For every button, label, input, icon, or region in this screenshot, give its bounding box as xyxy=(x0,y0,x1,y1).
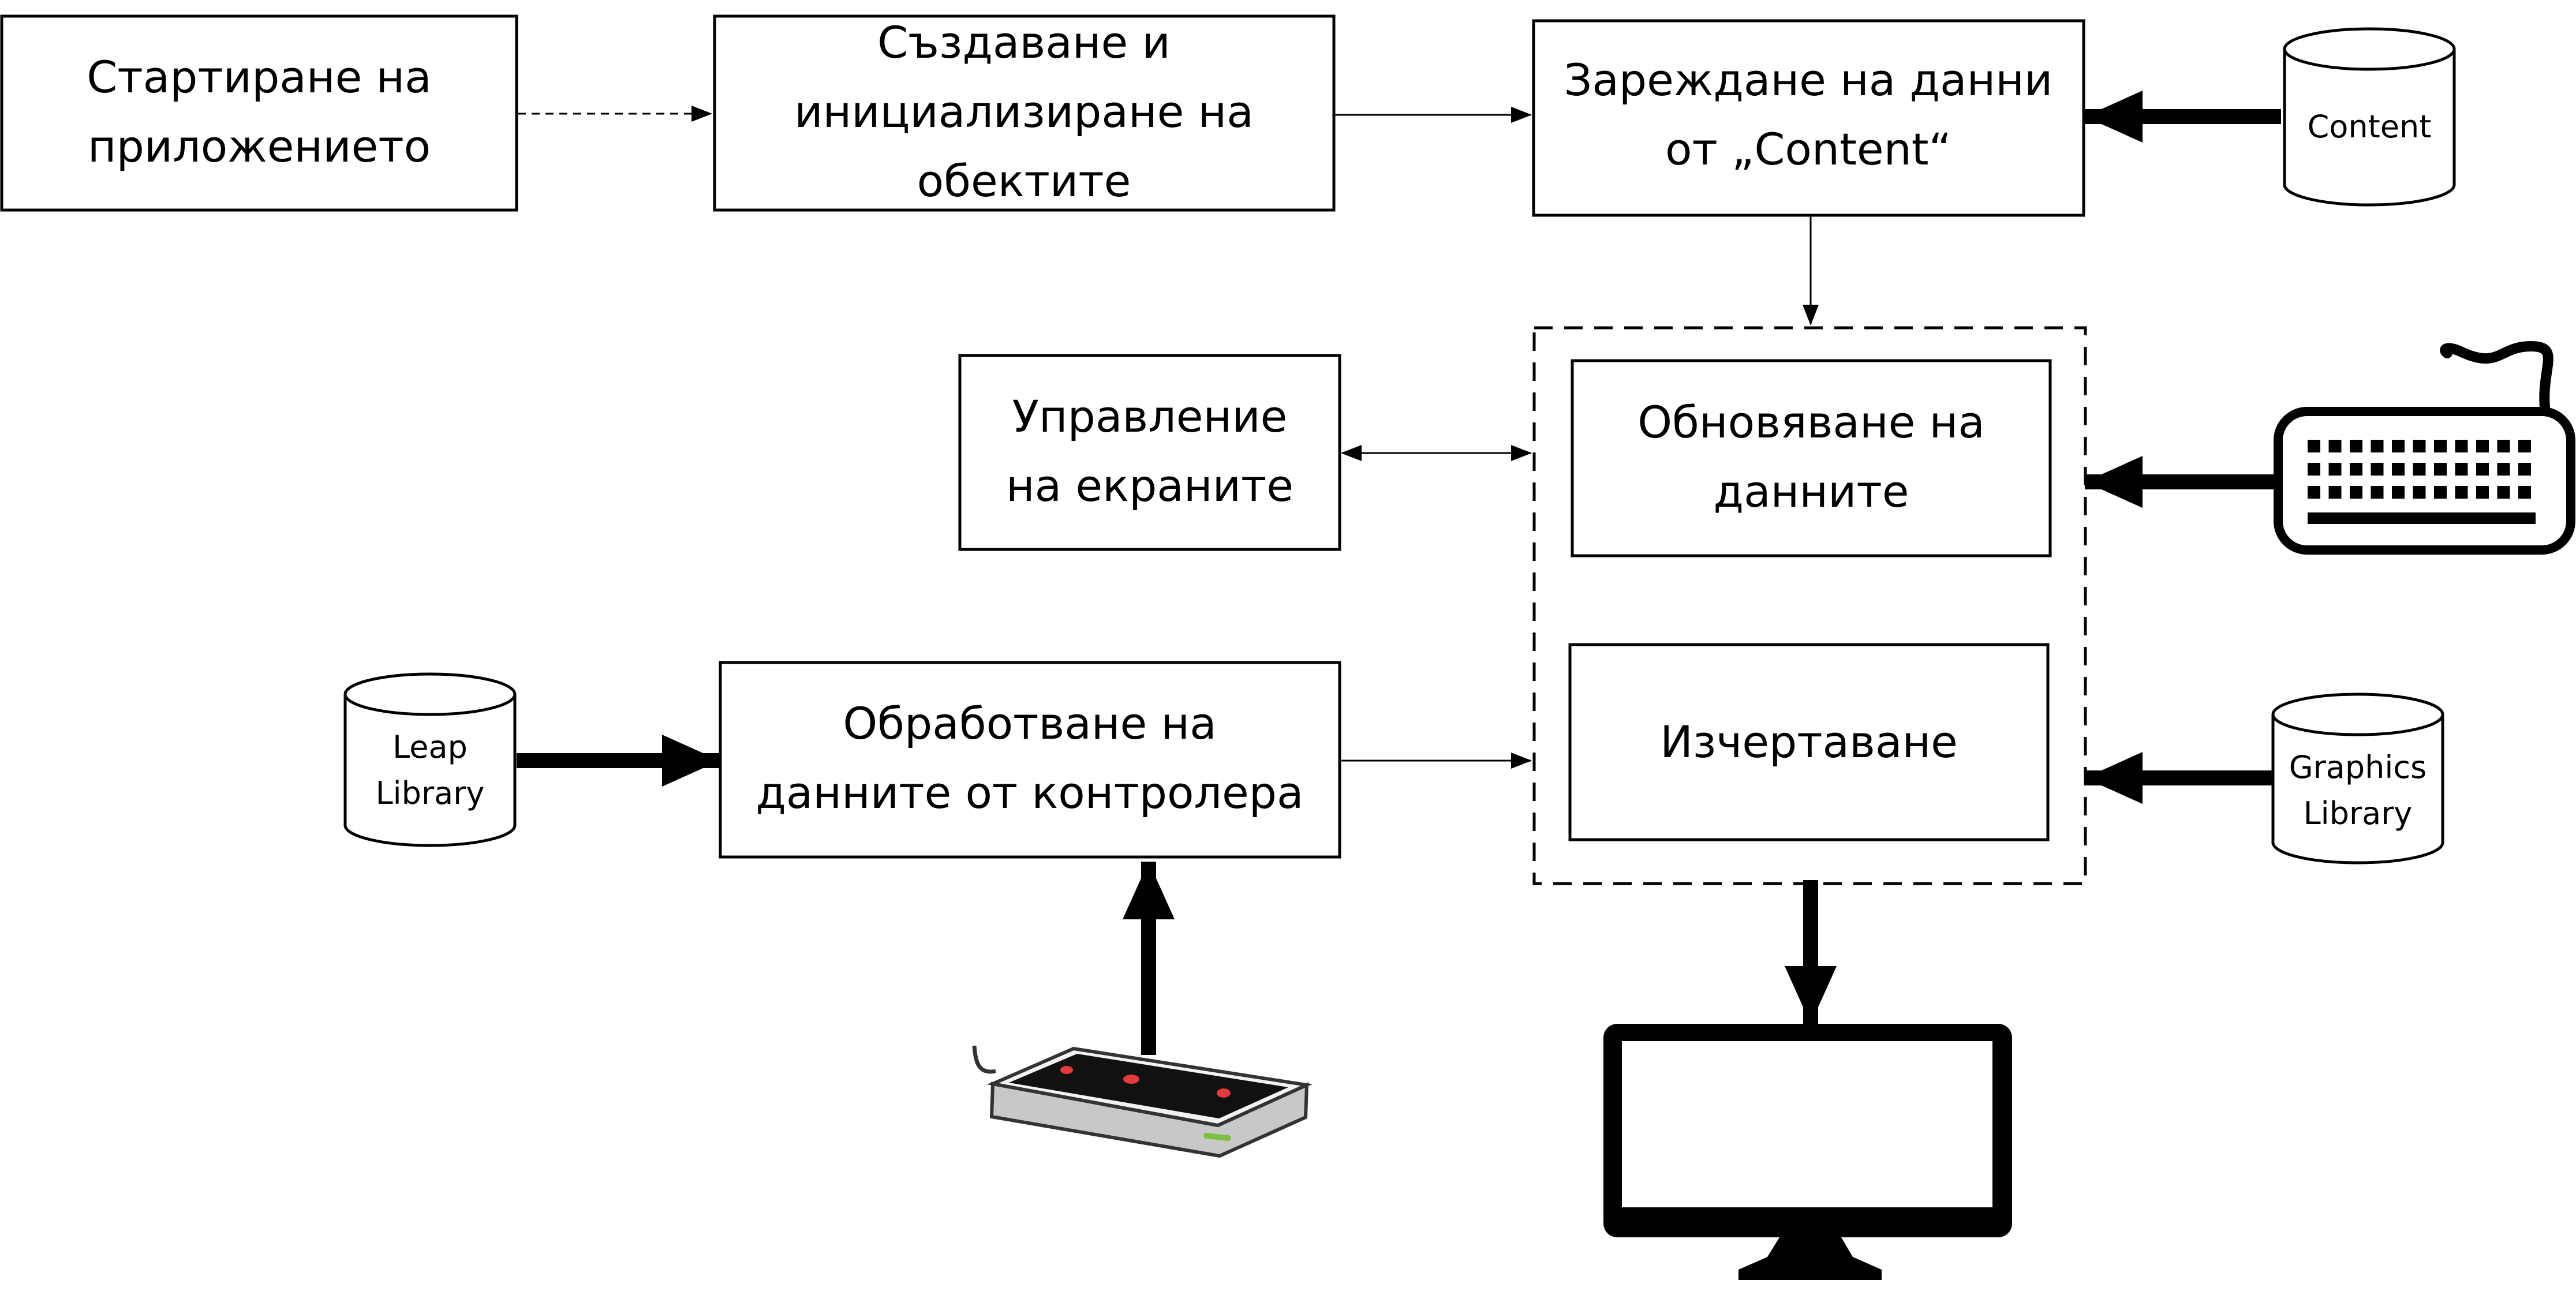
keyboard-key xyxy=(2392,486,2405,499)
update-box-line-2: данните xyxy=(1714,466,1909,517)
content-db-label: Content xyxy=(2308,108,2432,145)
keyboard-key xyxy=(2328,440,2342,452)
draw-box-label: Изчертаване xyxy=(1660,716,1958,768)
update-box-line-1: Обновяване на xyxy=(1637,396,1985,448)
keyboard-key xyxy=(2455,440,2468,452)
create-box-line-1: Създаване и xyxy=(877,17,1171,68)
keyboard-key xyxy=(2413,463,2426,476)
draw-box: Изчертаване xyxy=(1568,643,2050,841)
keyboard-key xyxy=(2371,440,2384,452)
create-box-line-2: инициализиране на xyxy=(794,86,1254,137)
keyboard-key xyxy=(2308,463,2320,476)
graphics-library-database: Graphics Library xyxy=(2271,693,2444,865)
keyboard-key xyxy=(2413,486,2426,499)
keyboard-key xyxy=(2434,463,2447,476)
load-box-line-2: от „Content“ xyxy=(1665,124,1951,175)
keyboard-key xyxy=(2455,463,2468,476)
load-box-line-1: Зареждане на данни xyxy=(1564,54,2053,106)
keyboard-key xyxy=(2497,463,2510,476)
keyboard-keys xyxy=(2308,440,2531,499)
start-application-box: Стартиране на приложението xyxy=(0,14,518,212)
keyboard-key xyxy=(2350,440,2362,452)
leap-db-line-1: Leap xyxy=(392,729,468,765)
update-draw-group-border xyxy=(1532,326,2087,885)
keyboard-key xyxy=(2518,486,2531,499)
keyboard-key xyxy=(2350,463,2362,476)
keyboard-key xyxy=(2350,486,2362,499)
controller-box-line-1: Обработване на xyxy=(843,698,1216,749)
leap-db-line-2: Library xyxy=(376,775,485,811)
leap-motion-controller-icon xyxy=(972,1045,1313,1158)
load-content-box: Зареждане на данни от „Content“ xyxy=(1532,19,2085,217)
content-database: Content xyxy=(2283,27,2456,207)
keyboard-key xyxy=(2497,440,2510,452)
keyboard-key xyxy=(2476,486,2489,499)
keyboard-key xyxy=(2392,463,2405,476)
create-box-line-3: обектите xyxy=(917,155,1131,207)
keyboard-key xyxy=(2476,440,2489,452)
create-objects-box: Създаване и инициализиране на обектите xyxy=(713,14,1336,212)
keyboard-key xyxy=(2308,486,2320,499)
keyboard-key xyxy=(2328,463,2342,476)
graphics-db-line-1: Graphics xyxy=(2289,749,2427,785)
keyboard-key xyxy=(2518,463,2531,476)
keyboard-key xyxy=(2413,440,2426,452)
keyboard-key xyxy=(2455,486,2468,499)
update-data-box: Обновяване на данните xyxy=(1571,359,2052,557)
keyboard-key xyxy=(2434,440,2447,452)
keyboard-key xyxy=(2476,463,2489,476)
keyboard-key xyxy=(2328,486,2342,499)
keyboard-key xyxy=(2497,486,2510,499)
leap-library-database: Leap Library xyxy=(343,672,517,847)
keyboard-icon xyxy=(2274,340,2575,555)
monitor-icon xyxy=(1603,1024,2012,1280)
graphics-db-line-2: Library xyxy=(2304,795,2413,832)
controller-box-line-2: данните от контролера xyxy=(756,767,1303,818)
keyboard-key xyxy=(2371,486,2384,499)
start-box-line-1: Стартиране на xyxy=(87,51,432,103)
screen-management-box: Управление на екраните xyxy=(958,354,1341,551)
keyboard-key xyxy=(2434,486,2447,499)
keyboard-key xyxy=(2518,440,2531,452)
screens-box-line-2: на екраните xyxy=(1006,460,1293,511)
keyboard-key xyxy=(2392,440,2405,452)
controller-processing-box: Обработване на данните от контролера xyxy=(719,661,1341,859)
screens-box-line-1: Управление xyxy=(1012,391,1288,442)
keyboard-key xyxy=(2371,463,2384,476)
keyboard-key xyxy=(2308,440,2320,452)
start-box-line-2: приложението xyxy=(88,121,431,172)
